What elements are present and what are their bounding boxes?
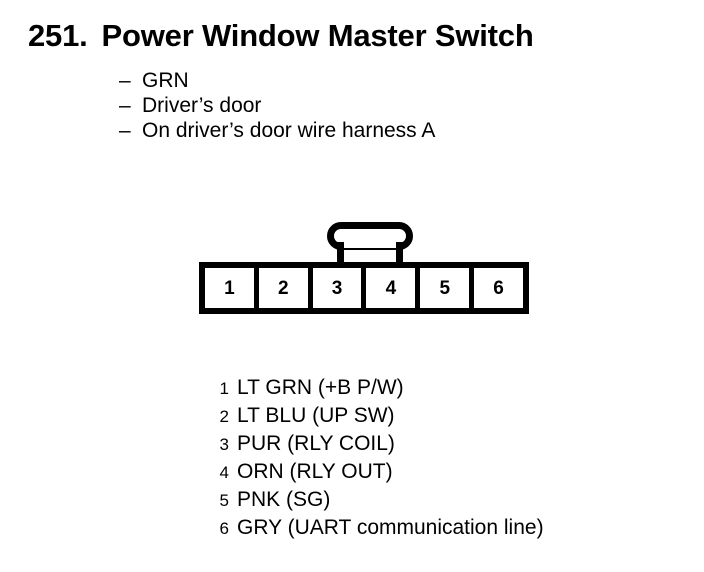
legend-row: 6 GRY (UART communication line) [205, 514, 544, 542]
legend-pin-number: 5 [219, 491, 229, 510]
connector-latch-icon [327, 222, 413, 267]
attribute-item: –On driver’s door wire harness A [119, 118, 435, 143]
legend-pin-number: 6 [219, 519, 229, 538]
connector-body: 1 2 3 4 5 6 [199, 262, 529, 314]
connector-diagram: 1 2 3 4 5 6 [199, 222, 529, 314]
connector-pin: 2 [258, 268, 308, 308]
attribute-item: –Driver’s door [119, 93, 435, 118]
attribute-item-label: Driver’s door [142, 94, 262, 117]
legend-pin-label: PNK (SG) [237, 488, 331, 511]
legend-row: 1 LT GRN (+B P/W) [205, 374, 544, 402]
connector-pin: 1 [205, 268, 254, 308]
legend-row: 3 PUR (RLY COIL) [205, 430, 544, 458]
page-title-label: Power Window Master Switch [101, 18, 534, 53]
legend-row: 5 PNK (SG) [205, 486, 544, 514]
legend-pin-number: 4 [219, 463, 229, 482]
legend-pin-number: 1 [219, 379, 229, 398]
page-title: 251. Power Window Master Switch [28, 18, 534, 54]
page-title-number: 251. [28, 18, 88, 53]
dash-bullet-icon: – [119, 119, 131, 142]
attribute-item: –GRN [119, 68, 435, 93]
connector-pin: 3 [312, 268, 362, 308]
latch-leg-left [337, 242, 344, 267]
connector-pin: 6 [474, 268, 523, 308]
dash-bullet-icon: – [119, 94, 131, 117]
latch-notch [344, 234, 396, 248]
legend-pin-label: GRY (UART communication line) [237, 516, 544, 539]
attribute-item-label: On driver’s door wire harness A [142, 119, 436, 142]
legend-pin-number: 2 [219, 407, 229, 426]
legend-row: 2 LT BLU (UP SW) [205, 402, 544, 430]
connector-pin: 4 [366, 268, 416, 308]
legend-pin-label: PUR (RLY COIL) [237, 432, 395, 455]
legend-row: 4 ORN (RLY OUT) [205, 458, 544, 486]
legend-pin-label: LT GRN (+B P/W) [237, 376, 404, 399]
attribute-item-label: GRN [142, 69, 189, 92]
connector-pin: 5 [420, 268, 470, 308]
attribute-list: –GRN –Driver’s door –On driver’s door wi… [119, 68, 435, 143]
pin-legend: 1 LT GRN (+B P/W) 2 LT BLU (UP SW) 3 PUR (R… [205, 374, 544, 542]
legend-pin-label: ORN (RLY OUT) [237, 460, 393, 483]
dash-bullet-icon: – [119, 69, 131, 92]
latch-leg-right [396, 242, 403, 267]
legend-pin-number: 3 [219, 435, 229, 454]
legend-pin-label: LT BLU (UP SW) [237, 404, 395, 427]
